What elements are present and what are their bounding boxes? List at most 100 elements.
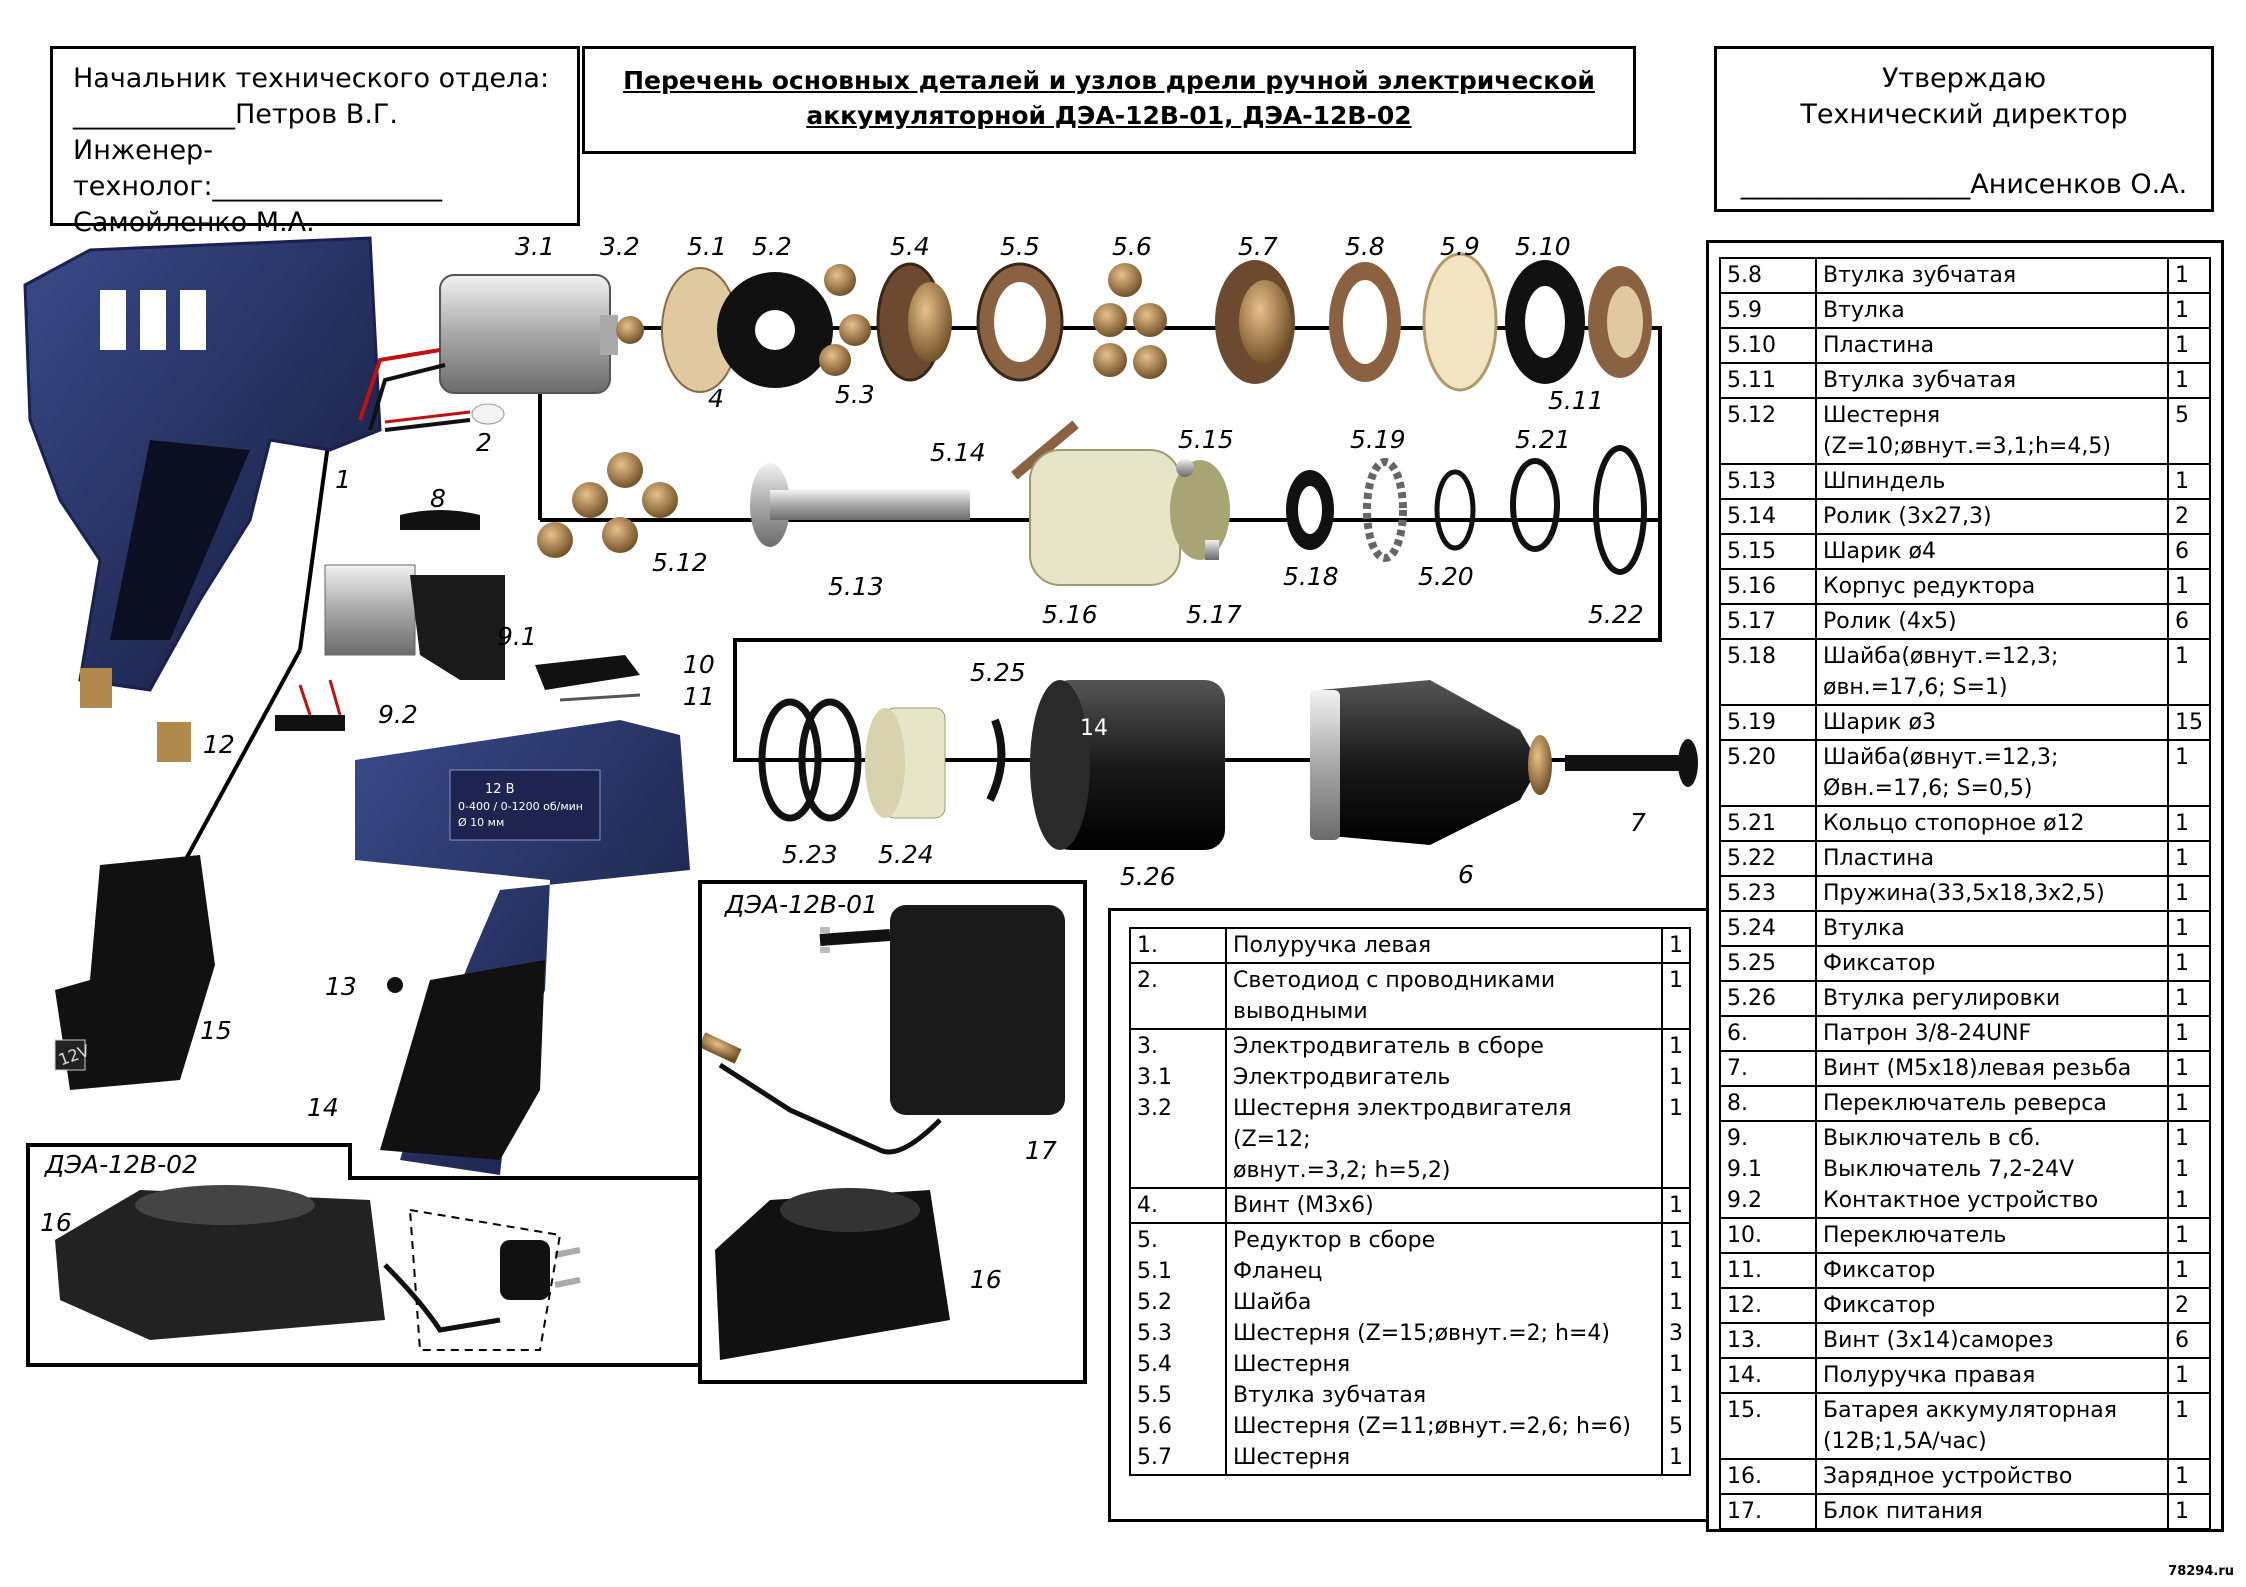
callout-10: 10 <box>683 650 715 679</box>
tech-director-signature: _________________Анисенков О.А. <box>1740 169 2188 200</box>
document-title-line2: аккумуляторной ДЭА-12В-01, ДЭА-12В-02 <box>806 101 1412 130</box>
callout-5-26: 5.26 <box>1120 862 1176 891</box>
part-description: Батарея аккумуляторная (12В;1,5А/час) <box>1815 1392 2169 1460</box>
charger-02-panel <box>26 1143 702 1367</box>
header-title-box: Перечень основных деталей и узлов дрели … <box>582 46 1636 154</box>
retaining-ring-part-5-21 <box>1510 458 1560 552</box>
reverse-switch-part-8 <box>400 510 480 530</box>
part-description: Полуручка левая <box>1225 927 1663 964</box>
part-number: 5.17 <box>1719 603 1817 640</box>
part-quantity: 6 <box>2167 1322 2211 1359</box>
part-description: Электродвигатель в сборе Электродвигател… <box>1225 1028 1663 1189</box>
part-number: 3. 3.1 3.2 <box>1129 1028 1227 1189</box>
charger-01-panel <box>698 880 1087 1384</box>
part-quantity: 1 1 1 <box>1661 1028 1691 1189</box>
latch-part-5-25 <box>986 718 1006 802</box>
callout-5-24: 5.24 <box>878 840 934 869</box>
part-description: Блок питания <box>1815 1493 2169 1530</box>
part-quantity: 1 <box>2167 1357 2211 1394</box>
part-description: Втулка зубчатая <box>1815 362 2169 399</box>
callout-5-2: 5.2 <box>752 232 792 261</box>
part-description: Втулка <box>1815 910 2169 947</box>
callout-5-25: 5.25 <box>970 658 1026 687</box>
callout-9-1: 9.1 <box>497 622 537 651</box>
washer-part-5-2 <box>717 272 833 388</box>
callout-5-22: 5.22 <box>1588 600 1644 629</box>
part-number: 5.24 <box>1719 910 1817 947</box>
callout-3-1: 3.1 <box>515 232 555 261</box>
part-description: Фиксатор <box>1815 1252 2169 1289</box>
left-handle-part-1 <box>23 236 382 692</box>
part-quantity: 1 <box>2167 1015 2211 1052</box>
part-number: 5.8 <box>1719 257 1817 294</box>
toothed-bush-part-5-8 <box>1329 262 1401 382</box>
battery-part-15: 12V <box>54 855 215 1090</box>
plate-part-5-22 <box>1593 445 1647 575</box>
part-number: 5.22 <box>1719 840 1817 877</box>
table-row: 4.Винт (М3х6)1 <box>1129 1187 1691 1224</box>
gears-part-5-12 <box>537 452 678 558</box>
callout-16-charger-01: 16 <box>970 1265 1002 1294</box>
part-number: 9. 9.1 9.2 <box>1719 1120 1817 1219</box>
part-description: Зарядное устройство <box>1815 1458 2169 1495</box>
part-quantity: 1 <box>2167 1458 2211 1495</box>
part-quantity: 2 <box>2167 1287 2211 1324</box>
screw-part-7 <box>1565 739 1698 787</box>
part-number: 5.11 <box>1719 362 1817 399</box>
tech-director-title: Технический директор <box>1800 99 2128 130</box>
part-quantity: 1 <box>2167 910 2211 947</box>
callout-16-charger-02: 16 <box>40 1208 72 1237</box>
part-number: 1. <box>1129 927 1227 964</box>
rollers-part-5-14 <box>1011 420 1079 480</box>
part-number: 5.18 <box>1719 638 1817 706</box>
part-quantity: 1 <box>1661 1187 1691 1224</box>
callout-12: 12 <box>203 730 235 759</box>
washer-part-5-18 <box>1286 470 1334 550</box>
part-quantity: 1 <box>2167 875 2211 912</box>
part-number: 5.16 <box>1719 568 1817 605</box>
callout-5-23: 5.23 <box>782 840 838 869</box>
part-quantity: 1 <box>1661 962 1691 1030</box>
part-number: 5.10 <box>1719 327 1817 364</box>
part-quantity: 1 <box>2167 805 2211 842</box>
drill-voltage-label: 12 В <box>485 782 515 797</box>
charger-02-part-16 <box>55 1185 581 1351</box>
callout-3-2: 3.2 <box>600 232 640 261</box>
motor-part-3-1 <box>358 274 618 431</box>
part-description: Полуручка правая <box>1815 1357 2169 1394</box>
charger-02-title: ДЭА-12В-02 <box>45 1150 198 1179</box>
part-number: 5.15 <box>1719 533 1817 570</box>
engineer-title: Инженер-технолог:_________________ <box>73 135 443 202</box>
part-description: Фиксатор <box>1815 1287 2169 1324</box>
part-description: Переключатель реверса <box>1815 1085 2169 1122</box>
part-description: Винт (М5х18)левая резьба <box>1815 1050 2169 1087</box>
part-description: Шестерня (Z=10;øвнут.=3,1;h=4,5) <box>1815 397 2169 465</box>
svg-text:14: 14 <box>1080 716 1108 741</box>
part-quantity: 1 <box>1661 927 1691 964</box>
balls-part-5-19 <box>1363 458 1407 562</box>
part-number: 5.13 <box>1719 463 1817 500</box>
engineer-name: Самойленко М.А. <box>73 207 315 238</box>
toothed-bush-part-5-5 <box>976 262 1064 382</box>
part-number: 5.23 <box>1719 875 1817 912</box>
part-number: 2. <box>1129 962 1227 1030</box>
contact-device-part-9-2 <box>275 679 345 731</box>
part-description: Шарик ø4 <box>1815 533 2169 570</box>
part-number: 5. 5.1 5.2 5.3 5.4 5.5 5.6 5.7 <box>1129 1222 1227 1476</box>
